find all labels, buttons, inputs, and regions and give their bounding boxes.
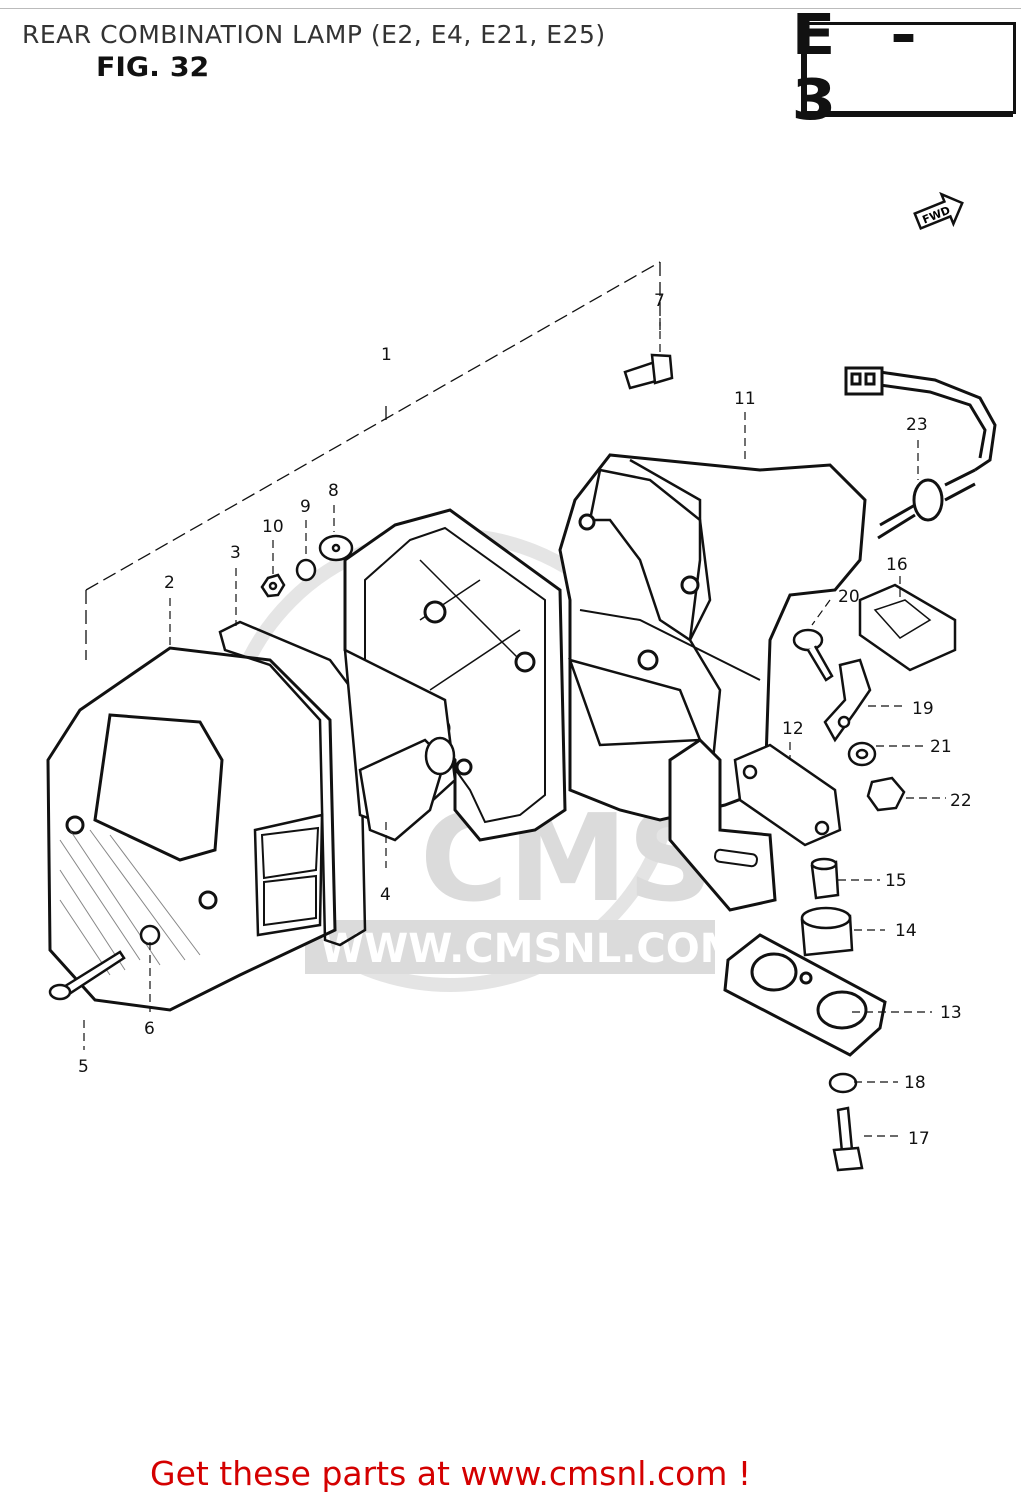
license-bracket — [668, 738, 777, 912]
callout-6: 6 — [144, 1019, 155, 1039]
callout-leaders — [83, 318, 946, 1137]
figure-number: FIG. 32 — [96, 52, 210, 83]
part-11-fender-bracket — [558, 453, 867, 822]
parts-17-18-bolt-washer — [828, 1072, 864, 1172]
section-code: E - 3 — [791, 3, 933, 133]
callout-16: 16 — [886, 555, 908, 575]
lens-texture — [59, 829, 201, 976]
callout-14: 14 — [895, 921, 917, 941]
callout-8: 8 — [328, 481, 339, 501]
part-6-washer — [139, 924, 161, 946]
callout-2: 2 — [164, 573, 175, 593]
parts-21-22-grommet-nut — [847, 741, 906, 812]
part-23-harness — [844, 366, 997, 540]
callout-7: 7 — [654, 291, 665, 311]
callout-21: 21 — [930, 737, 952, 757]
callout-numbers: 1 2 3 4 5 6 7 8 9 10 11 12 13 14 15 16 1… — [78, 291, 972, 1149]
section-code-box: E - 3 — [792, 3, 1016, 133]
part-5-screw — [48, 950, 126, 1001]
part-12-clamp — [733, 743, 842, 847]
callout-9: 9 — [300, 497, 311, 517]
callout-3: 3 — [230, 543, 241, 563]
footer-link[interactable]: Get these parts at www.cmsnl.com ! — [150, 1454, 752, 1493]
part-13-plate — [723, 933, 887, 1057]
callout-20: 20 — [838, 587, 860, 607]
exploded-parts-diagram: CMS WWW.CMSNL.COM — [46, 261, 997, 1172]
part-16-reflector — [858, 583, 957, 672]
callout-18: 18 — [904, 1073, 926, 1093]
top-rule — [0, 8, 1021, 9]
callout-13: 13 — [940, 1003, 962, 1023]
forward-arrow-icon: FWD — [913, 192, 964, 231]
callout-4: 4 — [380, 885, 391, 905]
parts-14-15-cushion-collar — [800, 857, 854, 957]
part-9-lock-washer — [295, 558, 317, 582]
callout-22: 22 — [950, 791, 972, 811]
callout-1: 1 — [381, 345, 392, 365]
part-20-bolt — [792, 628, 834, 682]
small-hardware — [260, 534, 354, 598]
callout-15: 15 — [885, 871, 907, 891]
callout-10: 10 — [262, 517, 284, 537]
part-2-lamp-housing — [46, 646, 337, 1012]
callout-23: 23 — [906, 415, 928, 435]
part-3-gasket — [218, 620, 367, 947]
part-19-stay — [823, 658, 872, 743]
callout-11: 11 — [734, 389, 756, 409]
callout-19: 19 — [912, 699, 934, 719]
diagram-title: REAR COMBINATION LAMP (E2, E4, E21, E25) — [22, 20, 606, 49]
bulb-socket — [358, 736, 456, 842]
watermark-url: WWW.CMSNL.COM — [320, 926, 740, 972]
part-7-screw — [623, 353, 674, 390]
assembly-bracket — [85, 261, 661, 660]
callout-12: 12 — [782, 719, 804, 739]
callout-5: 5 — [78, 1057, 89, 1077]
callout-17: 17 — [908, 1129, 930, 1149]
